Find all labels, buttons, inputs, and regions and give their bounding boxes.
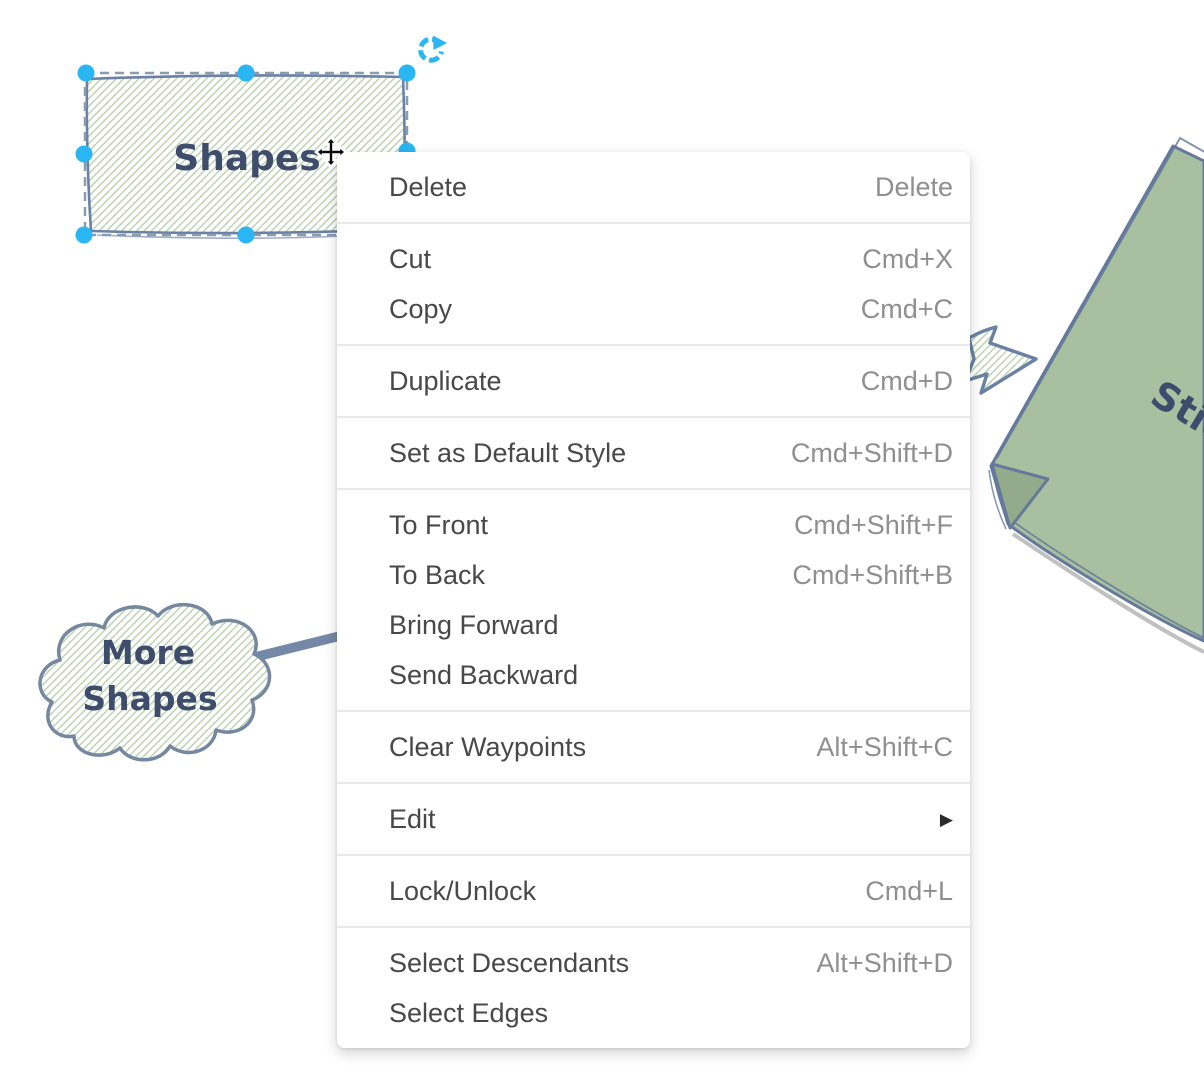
menu-separator — [337, 926, 970, 928]
menu-item-bring-forward[interactable]: Bring Forward — [337, 600, 970, 650]
handle-top-left[interactable] — [77, 64, 95, 82]
menu-group: Set as Default Style Cmd+Shift+D — [337, 418, 970, 488]
menu-item-shortcut: Cmd+C — [860, 293, 953, 324]
menu-separator — [337, 416, 970, 418]
menu-item-send-backward[interactable]: Send Backward — [337, 650, 970, 700]
menu-group: Clear Waypoints Alt+Shift+C — [337, 712, 970, 782]
menu-item-label: Send Backward — [389, 659, 579, 690]
handle-bottom-left[interactable] — [75, 226, 93, 244]
selection-handles — [75, 64, 416, 244]
menu-item-label: Duplicate — [389, 365, 502, 396]
menu-separator — [337, 344, 970, 346]
menu-separator — [337, 488, 970, 490]
menu-item-set-as-default-style[interactable]: Set as Default Style Cmd+Shift+D — [337, 428, 970, 478]
menu-item-to-front[interactable]: To Front Cmd+Shift+F — [337, 500, 970, 550]
menu-item-label: Cut — [389, 243, 432, 274]
sketch-overstroke — [96, 234, 346, 240]
menu-item-shortcut: Cmd+Shift+B — [792, 559, 953, 590]
rotate-icon[interactable] — [418, 35, 447, 63]
menu-separator — [337, 222, 970, 224]
menu-group: Select Descendants Alt+Shift+D Select Edge… — [337, 928, 970, 1048]
menu-item-shortcut: Cmd+D — [860, 365, 953, 396]
menu-group: Delete Delete — [337, 152, 970, 222]
menu-item-label: Bring Forward — [389, 609, 559, 640]
menu-item-label: Edit — [389, 803, 436, 834]
menu-group: Cut Cmd+X Copy Cmd+C — [337, 224, 970, 344]
menu-item-label: Set as Default Style — [389, 437, 627, 468]
menu-item-label: Clear Waypoints — [389, 731, 587, 762]
menu-item-shortcut: Cmd+Shift+D — [790, 437, 953, 468]
menu-item-shortcut: Cmd+L — [865, 875, 953, 906]
menu-item-label: Delete — [389, 171, 468, 202]
menu-item-label: Select Descendants — [389, 947, 630, 978]
cloud-label-line2: Shapes — [82, 679, 217, 718]
note-folded-corner — [990, 462, 1050, 530]
menu-item-shortcut: Alt+Shift+C — [816, 731, 953, 762]
cloud-shape[interactable]: More Shapes — [38, 602, 272, 762]
rect-shape-label: Shapes — [173, 138, 320, 179]
menu-separator — [337, 710, 970, 712]
menu-group: Edit ▶ — [337, 784, 970, 854]
menu-item-shortcut: Cmd+X — [862, 243, 953, 274]
note-fold-scribble — [988, 465, 1011, 530]
rect-shape[interactable]: Shapes — [85, 74, 407, 240]
menu-item-to-back[interactable]: To Back Cmd+Shift+B — [337, 550, 970, 600]
menu-item-shortcut: Alt+Shift+D — [816, 947, 953, 978]
submenu-arrow-icon: ▶ — [939, 809, 953, 829]
menu-item-duplicate[interactable]: Duplicate Cmd+D — [337, 356, 970, 406]
menu-item-label: To Front — [389, 509, 489, 540]
handle-middle-left[interactable] — [75, 145, 93, 163]
note-shadow — [1011, 532, 1204, 654]
handle-top-right[interactable] — [398, 64, 416, 82]
menu-item-edit[interactable]: Edit ▶ — [337, 794, 970, 844]
menu-item-label: Select Edges — [389, 997, 549, 1028]
menu-separator — [337, 782, 970, 784]
menu-item-cut[interactable]: Cut Cmd+X — [337, 234, 970, 284]
menu-item-clear-waypoints[interactable]: Clear Waypoints Alt+Shift+C — [337, 722, 970, 772]
menu-item-shortcut: Cmd+Shift+F — [793, 509, 953, 540]
menu-item-label: Copy — [389, 293, 453, 324]
menu-item-shortcut: Delete — [874, 171, 953, 202]
menu-item-label: To Back — [389, 559, 486, 590]
menu-separator — [337, 854, 970, 856]
menu-item-label: Lock/Unlock — [389, 875, 537, 906]
handle-bottom-middle[interactable] — [237, 226, 255, 244]
note-sketch-echo — [996, 136, 1204, 640]
menu-group: Duplicate Cmd+D — [337, 346, 970, 416]
menu-item-lock-unlock[interactable]: Lock/Unlock Cmd+L — [337, 866, 970, 916]
menu-group: To Front Cmd+Shift+F To Back Cmd+Shift+B Bri… — [337, 490, 970, 710]
connector-edge[interactable] — [250, 629, 353, 662]
menu-item-select-edges[interactable]: Select Edges — [337, 988, 970, 1038]
menu-item-copy[interactable]: Copy Cmd+C — [337, 284, 970, 334]
menu-item-delete[interactable]: Delete Delete — [337, 162, 970, 212]
cloud-label-line1: More — [101, 633, 195, 672]
menu-group: Lock/Unlock Cmd+L — [337, 856, 970, 926]
handle-top-middle[interactable] — [237, 64, 255, 82]
connector-arrowhead[interactable] — [963, 325, 1038, 395]
sticky-note-shape[interactable]: Stic — [988, 136, 1204, 654]
menu-item-select-descendants[interactable]: Select Descendants Alt+Shift+D — [337, 938, 970, 988]
